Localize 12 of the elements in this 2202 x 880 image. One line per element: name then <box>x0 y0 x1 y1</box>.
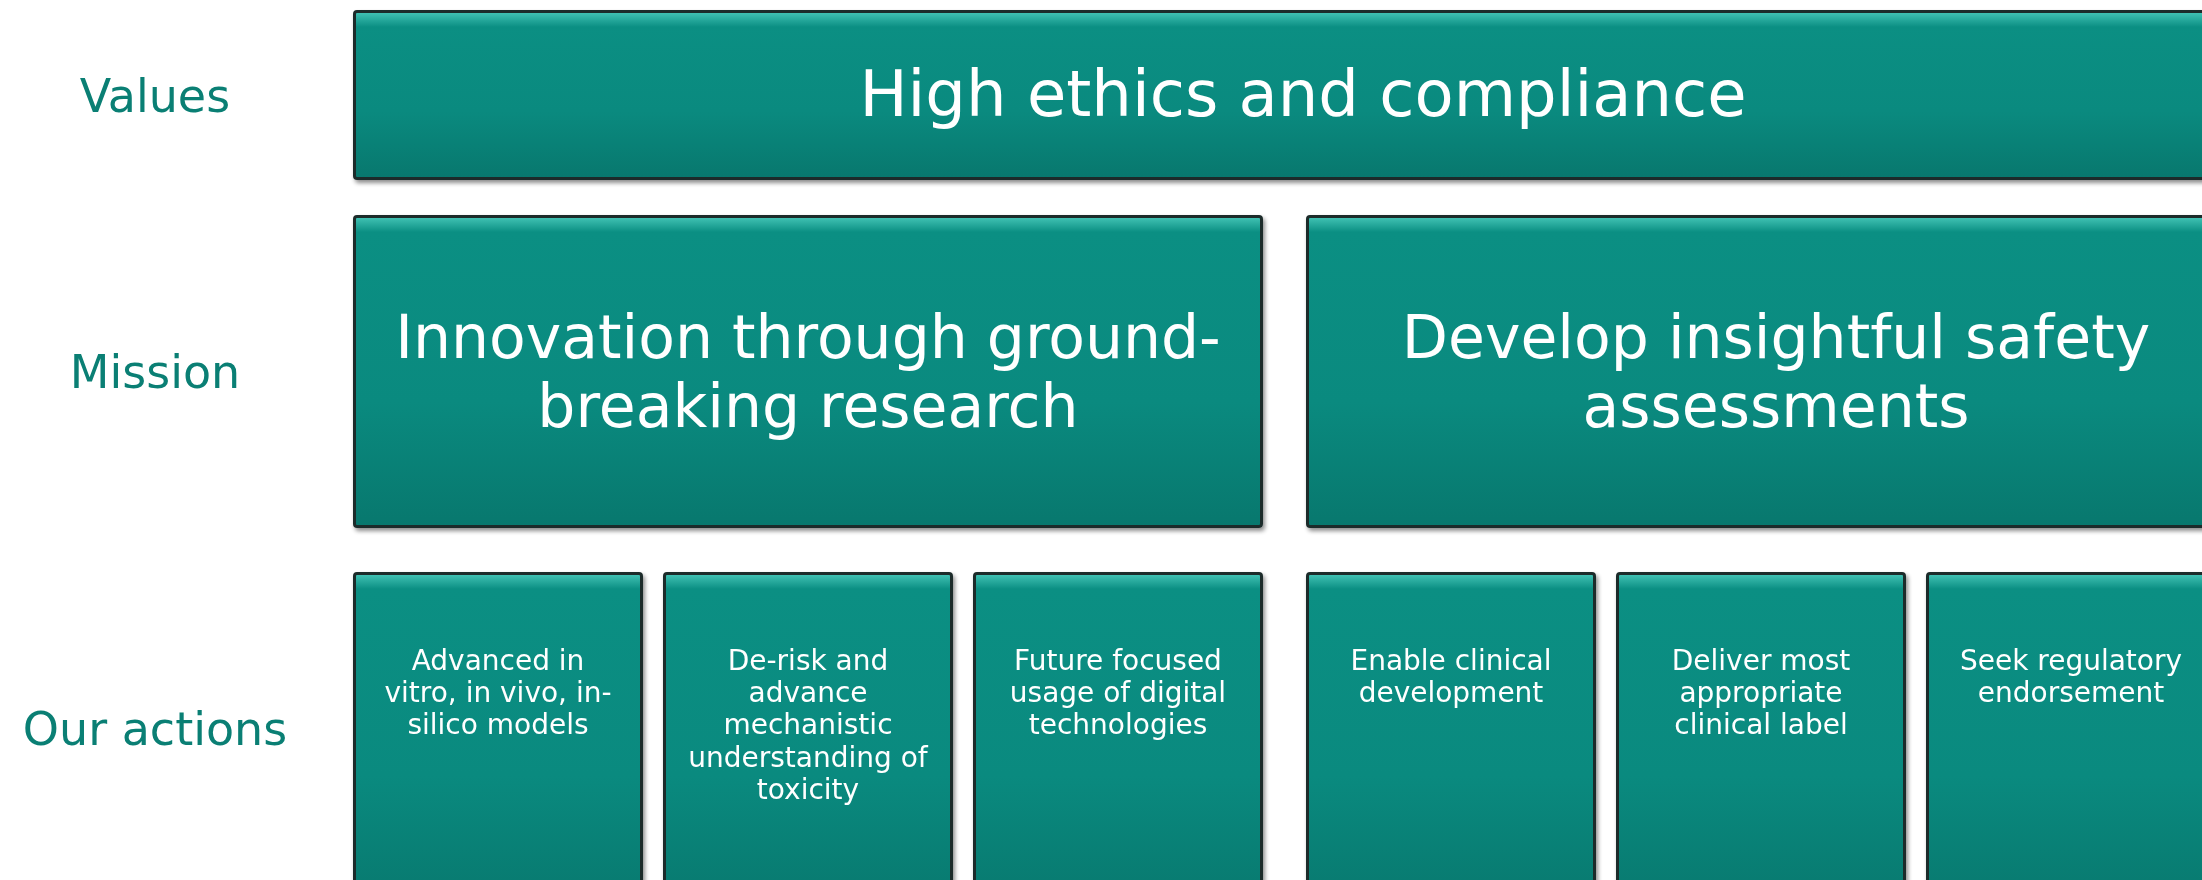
action-box: Enable clinical development <box>1306 572 1596 880</box>
mission-box: Innovation through ground-breaking research <box>353 215 1263 528</box>
mission-box: Develop insightful safety assessments <box>1306 215 2202 528</box>
values-banner: High ethics and compliance <box>353 10 2202 180</box>
action-box: Advanced in vitro, in vivo, in-silico models <box>353 572 643 880</box>
row-label: Values <box>78 69 232 123</box>
row-label: Mission <box>68 345 242 399</box>
action-box: Seek regulatory endorsement <box>1926 572 2202 880</box>
action-box: De-risk and advance mechanistic understanding of toxicity <box>663 572 953 880</box>
row-label: Our actions <box>21 702 289 756</box>
action-box: Future focused usage of digital technologies <box>973 572 1263 880</box>
action-box: Deliver most appropriate clinical label <box>1616 572 1906 880</box>
